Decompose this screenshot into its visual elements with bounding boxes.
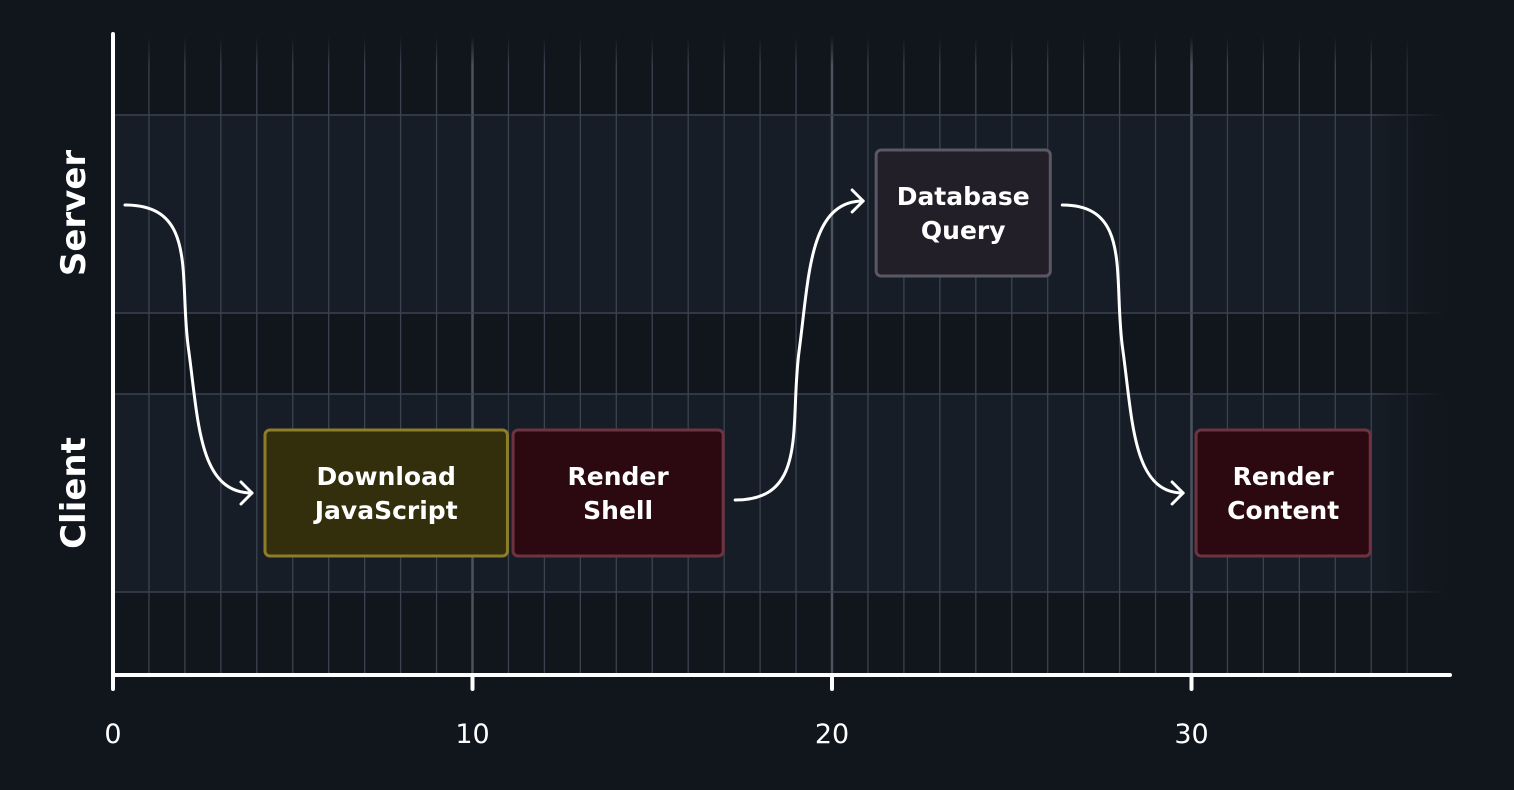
task-box [874, 148, 1052, 278]
arrow-start-to-download [123, 203, 254, 506]
task-label-line: Query [921, 216, 1006, 245]
task-box [263, 428, 509, 558]
task-label-line: Shell [583, 496, 653, 525]
axes [111, 32, 1452, 677]
task-box [511, 428, 725, 558]
arrow-head [1170, 480, 1185, 506]
edge-fades [113, 36, 1446, 674]
grid-lines [113, 36, 1443, 674]
lane-label-client: Client [54, 437, 94, 549]
task-label-line: Render [1233, 462, 1335, 491]
arrow-shell-to-query [733, 188, 865, 502]
task-box [1194, 428, 1372, 558]
x-tick-label: 20 [815, 719, 849, 750]
arrow-path [733, 199, 865, 502]
x-tick-label: 10 [455, 719, 489, 750]
x-tick-label: 30 [1174, 719, 1208, 750]
task-boxes: DownloadJavaScriptRenderShellDatabaseQue… [263, 148, 1372, 558]
x-axis-ticks: 0 10 20 30 [104, 673, 1209, 750]
x-tick-label: 0 [104, 719, 121, 750]
task-label-line: JavaScript [313, 496, 458, 525]
task-label-line: Content [1227, 496, 1339, 525]
lane-label-server: Server [54, 150, 94, 277]
task-label-line: Render [568, 462, 670, 491]
right-fade [1370, 36, 1446, 674]
task-label-line: Download [317, 462, 456, 491]
lane-band-server [113, 115, 1443, 313]
arrow-path [1060, 203, 1185, 495]
arrow-path [123, 203, 254, 495]
arrow-query-to-content [1060, 203, 1185, 506]
top-fade [113, 36, 1443, 66]
arrow-head [850, 188, 865, 214]
arrow-head [239, 480, 254, 506]
task-label-line: Database [897, 182, 1030, 211]
flow-arrows [123, 188, 1185, 506]
